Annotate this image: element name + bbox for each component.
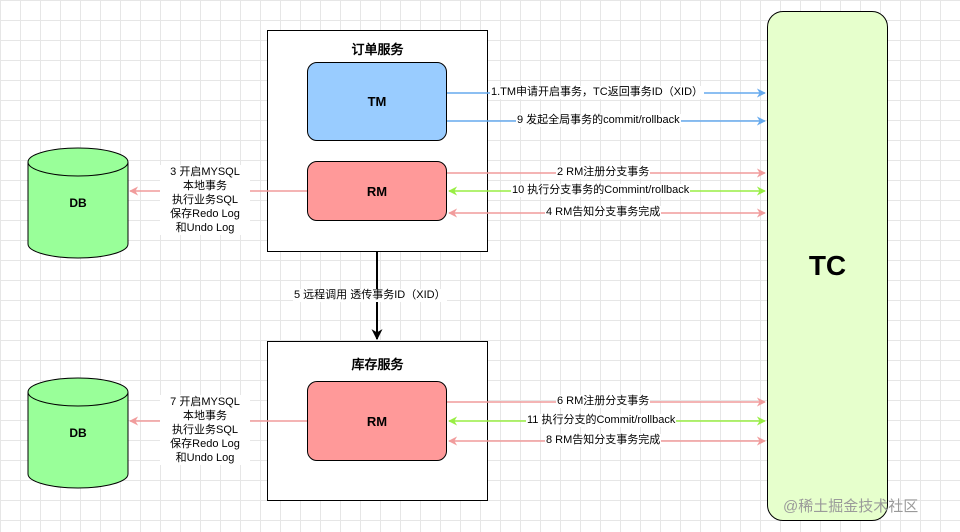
tm-box: TM: [307, 62, 447, 141]
edge-1-label: 1.TM申请开启事务，TC返回事务ID（XID）: [490, 86, 705, 99]
edge-6-label: 6 RM注册分支事务: [556, 395, 651, 408]
note-top-line-4: 保存Redo Log: [170, 208, 240, 220]
stock-rm-label: RM: [366, 413, 388, 429]
tc-label: TC: [808, 250, 847, 281]
note-bottom-line-2: 本地事务: [183, 410, 227, 422]
edge-9-label: 9 发起全局事务的commit/rollback: [516, 114, 681, 127]
note-top-line-2: 本地事务: [183, 180, 227, 192]
edge-8-label: 8 RM告知分支事务完成: [545, 434, 662, 447]
edge-4-label: 4 RM告知分支事务完成: [545, 206, 662, 219]
note-bottom: 7 开启MYSQL 本地事务 执行业务SQL 保存Redo Log 和Undo …: [160, 395, 250, 465]
order-rm-label: RM: [366, 183, 388, 199]
order-service-title: 订单服务: [351, 42, 404, 57]
edge-2-label: 2 RM注册分支事务: [556, 166, 651, 179]
tc-box: TC: [767, 11, 888, 521]
stock-rm-box: RM: [307, 381, 447, 461]
note-bottom-line-3: 执行业务SQL: [171, 424, 238, 436]
order-rm-box: RM: [307, 161, 447, 221]
note-bottom-line-5: 和Undo Log: [175, 452, 235, 464]
note-top-line-1: 3 开启MYSQL: [170, 166, 240, 178]
note-top: 3 开启MYSQL 本地事务 执行业务SQL 保存Redo Log 和Undo …: [160, 165, 250, 235]
db-top-cylinder: [27, 147, 129, 259]
db-bottom-label: DB: [69, 426, 87, 440]
watermark-text: @稀土掘金技术社区: [783, 498, 919, 515]
db-top-label: DB: [69, 196, 87, 210]
stock-service-title: 库存服务: [351, 357, 404, 372]
note-top-line-3: 执行业务SQL: [171, 194, 238, 206]
edge-11-label: 11 执行分支的Commit/rollback: [526, 414, 677, 427]
edge-10-label: 10 执行分支事务的Commint/rollback: [511, 184, 691, 197]
edge-5-label: 5 远程调用 透传事务ID（XID）: [293, 289, 447, 302]
note-top-line-5: 和Undo Log: [175, 222, 235, 234]
db-bottom-cylinder: [27, 377, 129, 489]
tm-label: TM: [367, 94, 387, 109]
note-bottom-line-4: 保存Redo Log: [170, 438, 240, 450]
note-bottom-line-1: 7 开启MYSQL: [170, 396, 240, 408]
